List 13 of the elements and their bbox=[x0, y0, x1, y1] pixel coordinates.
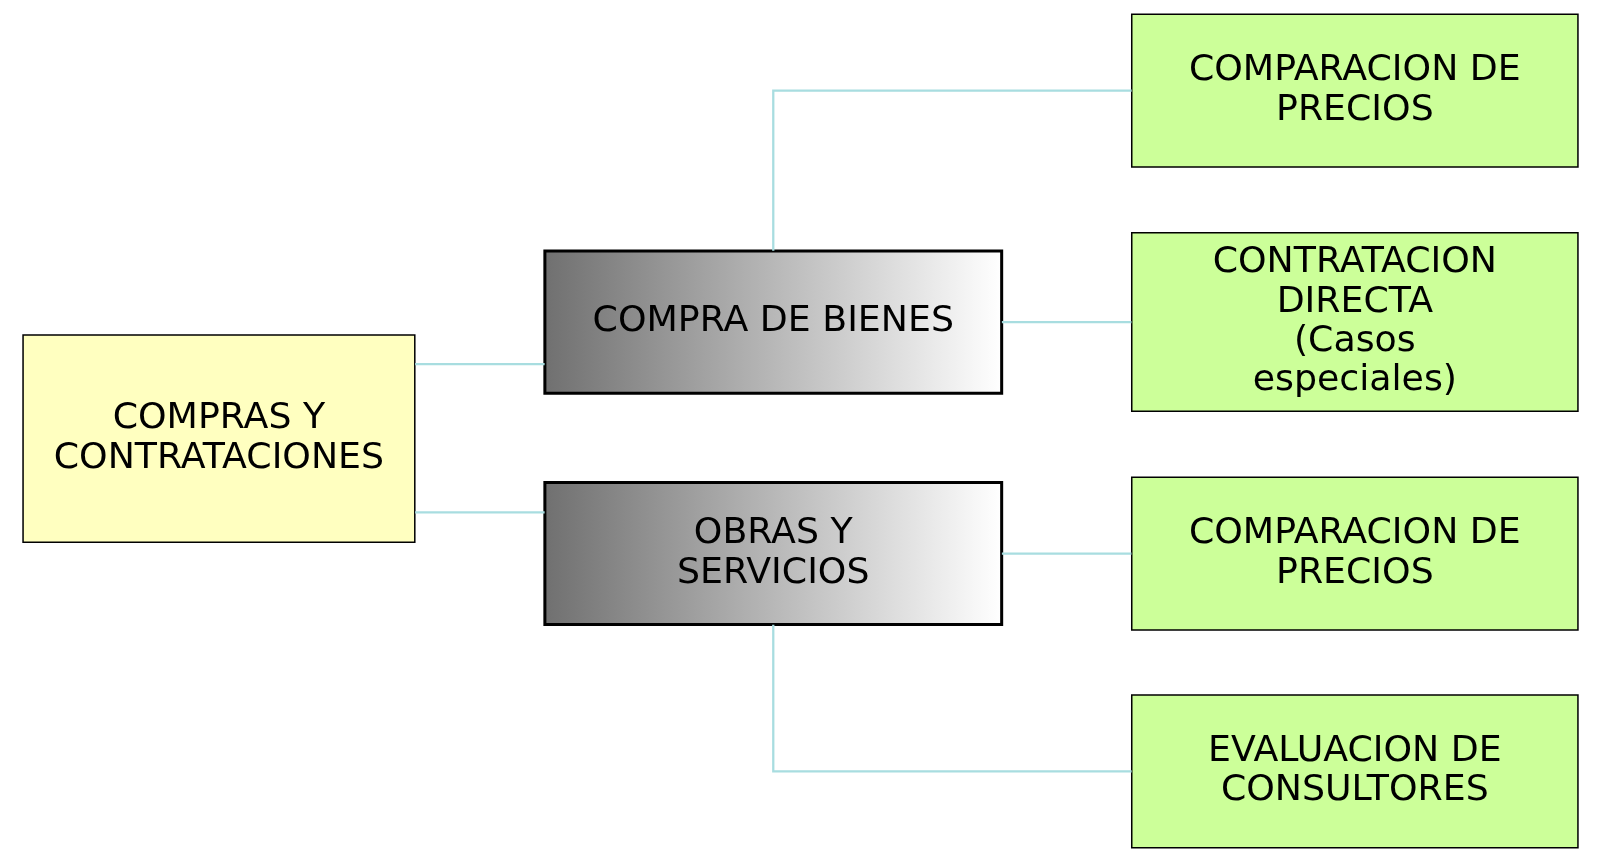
connector bbox=[414, 362, 545, 366]
node-box: COMPRA DE BIENES bbox=[542, 249, 1003, 395]
node-box: CONTRATACION DIRECTA (Casos especiales) bbox=[1130, 232, 1579, 413]
node-box: EVALUACION DE CONSULTORES bbox=[1130, 694, 1579, 849]
connector bbox=[771, 89, 1132, 251]
node-box: COMPARACION DE PRECIOS bbox=[1130, 476, 1579, 631]
node-box: OBRAS Y SERVICIOS bbox=[542, 480, 1003, 627]
node-box: COMPARACION DE PRECIOS bbox=[1130, 13, 1579, 168]
connector bbox=[414, 511, 545, 514]
connector bbox=[771, 624, 1132, 773]
connector bbox=[1001, 552, 1131, 555]
node-box: COMPRAS Y CONTRATACIONES bbox=[21, 334, 416, 543]
connector bbox=[1001, 320, 1131, 324]
